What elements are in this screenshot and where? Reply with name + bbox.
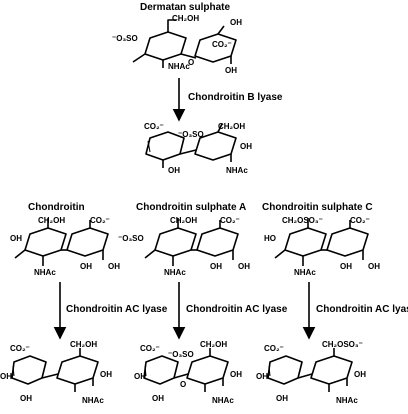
group-nhac: NHAc — [34, 268, 56, 277]
ring-galnac-c0 — [24, 227, 67, 257]
group-co2: CO₂⁻ — [264, 344, 284, 353]
chondroitin-a-disaccharide — [144, 218, 239, 266]
ring-galnac-p2 — [186, 355, 229, 385]
chondroitin-c-disaccharide — [274, 218, 369, 266]
product-chondroitin-a — [143, 348, 229, 392]
group-oh: OH — [230, 18, 242, 27]
group-co2: CO₂⁻ — [144, 122, 164, 131]
group-oh: OH — [240, 142, 252, 151]
group-oh: OH — [10, 234, 22, 243]
group-ch2oh: CH₂OH — [172, 14, 200, 23]
ring-unsat-p1 — [11, 355, 47, 385]
group-nhac: NHAc — [168, 62, 190, 71]
group-ch2oh: CH₂OH — [218, 122, 246, 131]
group-oh: OH — [368, 262, 380, 271]
group-oh: OH — [276, 394, 288, 403]
title-dermatan-sulphate: Dermatan sulphate — [140, 2, 231, 13]
group-o: O — [188, 58, 195, 67]
enzyme-chondroitin-ac-lyase-1: Chondroitin AC lyase — [66, 304, 168, 315]
ring-galnac-cc — [284, 227, 327, 257]
group-ch2oh: CH₂OH — [170, 216, 198, 225]
ring-glca-cc — [326, 227, 369, 257]
group-ho: HO — [264, 234, 276, 243]
product-chondroitin — [11, 348, 99, 392]
group-oh: OH — [80, 262, 92, 271]
group-oh: OH — [0, 372, 12, 381]
group-ch2oh: CH₂OH — [200, 340, 228, 349]
ring-galnac-ca — [154, 227, 197, 257]
group-oh: OH — [168, 166, 180, 175]
group-co2: CO₂⁻ — [350, 216, 370, 225]
group-nhac: NHAc — [336, 396, 358, 405]
group-oso3: ⁻O₃SO — [178, 130, 204, 139]
group-oh: OH — [238, 262, 250, 271]
group-oh: OH — [152, 394, 164, 403]
ring-glca-c0 — [66, 227, 109, 257]
enzyme-chondroitin-ac-lyase-2: Chondroitin AC lyase — [186, 304, 288, 315]
group-ch2oh: CH₂OH — [70, 340, 98, 349]
group-oh: OH — [100, 370, 112, 379]
group-oh: OH — [225, 66, 237, 75]
group-oh: OH — [230, 370, 242, 379]
group-oh: OH — [256, 372, 268, 381]
group-oh: OH — [210, 262, 222, 271]
title-chondroitin-sulphate-a: Chondroitin sulphate A — [136, 202, 247, 213]
dermatan-product — [145, 123, 237, 168]
group-ch2oso3: CH₂OSO₃⁻ — [322, 340, 363, 349]
group-co2: CO₂⁻ — [10, 344, 30, 353]
group-oso3: ⁻O₃SO — [112, 34, 138, 43]
group-oso3: ⁻O₃SO — [118, 234, 144, 243]
group-oh: OH — [340, 262, 352, 271]
ring-galnac-p1 — [56, 355, 99, 385]
group-nhac: NHAc — [294, 268, 316, 277]
group-oh: OH — [354, 370, 366, 379]
ring-unsat-p3 — [267, 355, 303, 385]
group-nhac: NHAc — [82, 396, 104, 405]
group-co2: CO₂⁻ — [212, 40, 232, 49]
group-oh: OH — [134, 372, 146, 381]
ring-galnac — [144, 31, 187, 61]
enzyme-chondroitin-ac-lyase-3: Chondroitin AC lyase — [316, 304, 408, 315]
title-chondroitin-sulphate-c: Chondroitin sulphate C — [262, 202, 373, 213]
group-co2: CO₂⁻ — [220, 216, 240, 225]
group-nhac: NHAc — [212, 396, 234, 405]
ring-unsat-p2 — [143, 355, 179, 385]
group-nhac: NHAc — [164, 268, 186, 277]
group-co2: CO₂⁻ — [140, 344, 160, 353]
group-ch2oso3: CH₂OSO₃⁻ — [282, 216, 323, 225]
product-chondroitin-c — [267, 348, 353, 392]
group-oh: OH — [108, 262, 120, 271]
chondroitin-disaccharide — [14, 218, 109, 266]
ring-galnac-p3 — [310, 355, 353, 385]
enzyme-chondroitin-b-lyase: Chondroitin B lyase — [188, 92, 283, 103]
ring-glca-ca — [196, 227, 239, 257]
group-ch2oh: CH₂OH — [38, 216, 66, 225]
dermatan-disaccharide — [132, 19, 237, 68]
group-co2: CO₂⁻ — [90, 216, 110, 225]
group-oso3: ⁻O₃SO — [168, 350, 194, 359]
group-oh: OH — [20, 394, 32, 403]
group-o: O — [180, 380, 187, 389]
title-chondroitin: Chondroitin — [28, 202, 85, 213]
group-nhac: NHAc — [226, 166, 248, 175]
